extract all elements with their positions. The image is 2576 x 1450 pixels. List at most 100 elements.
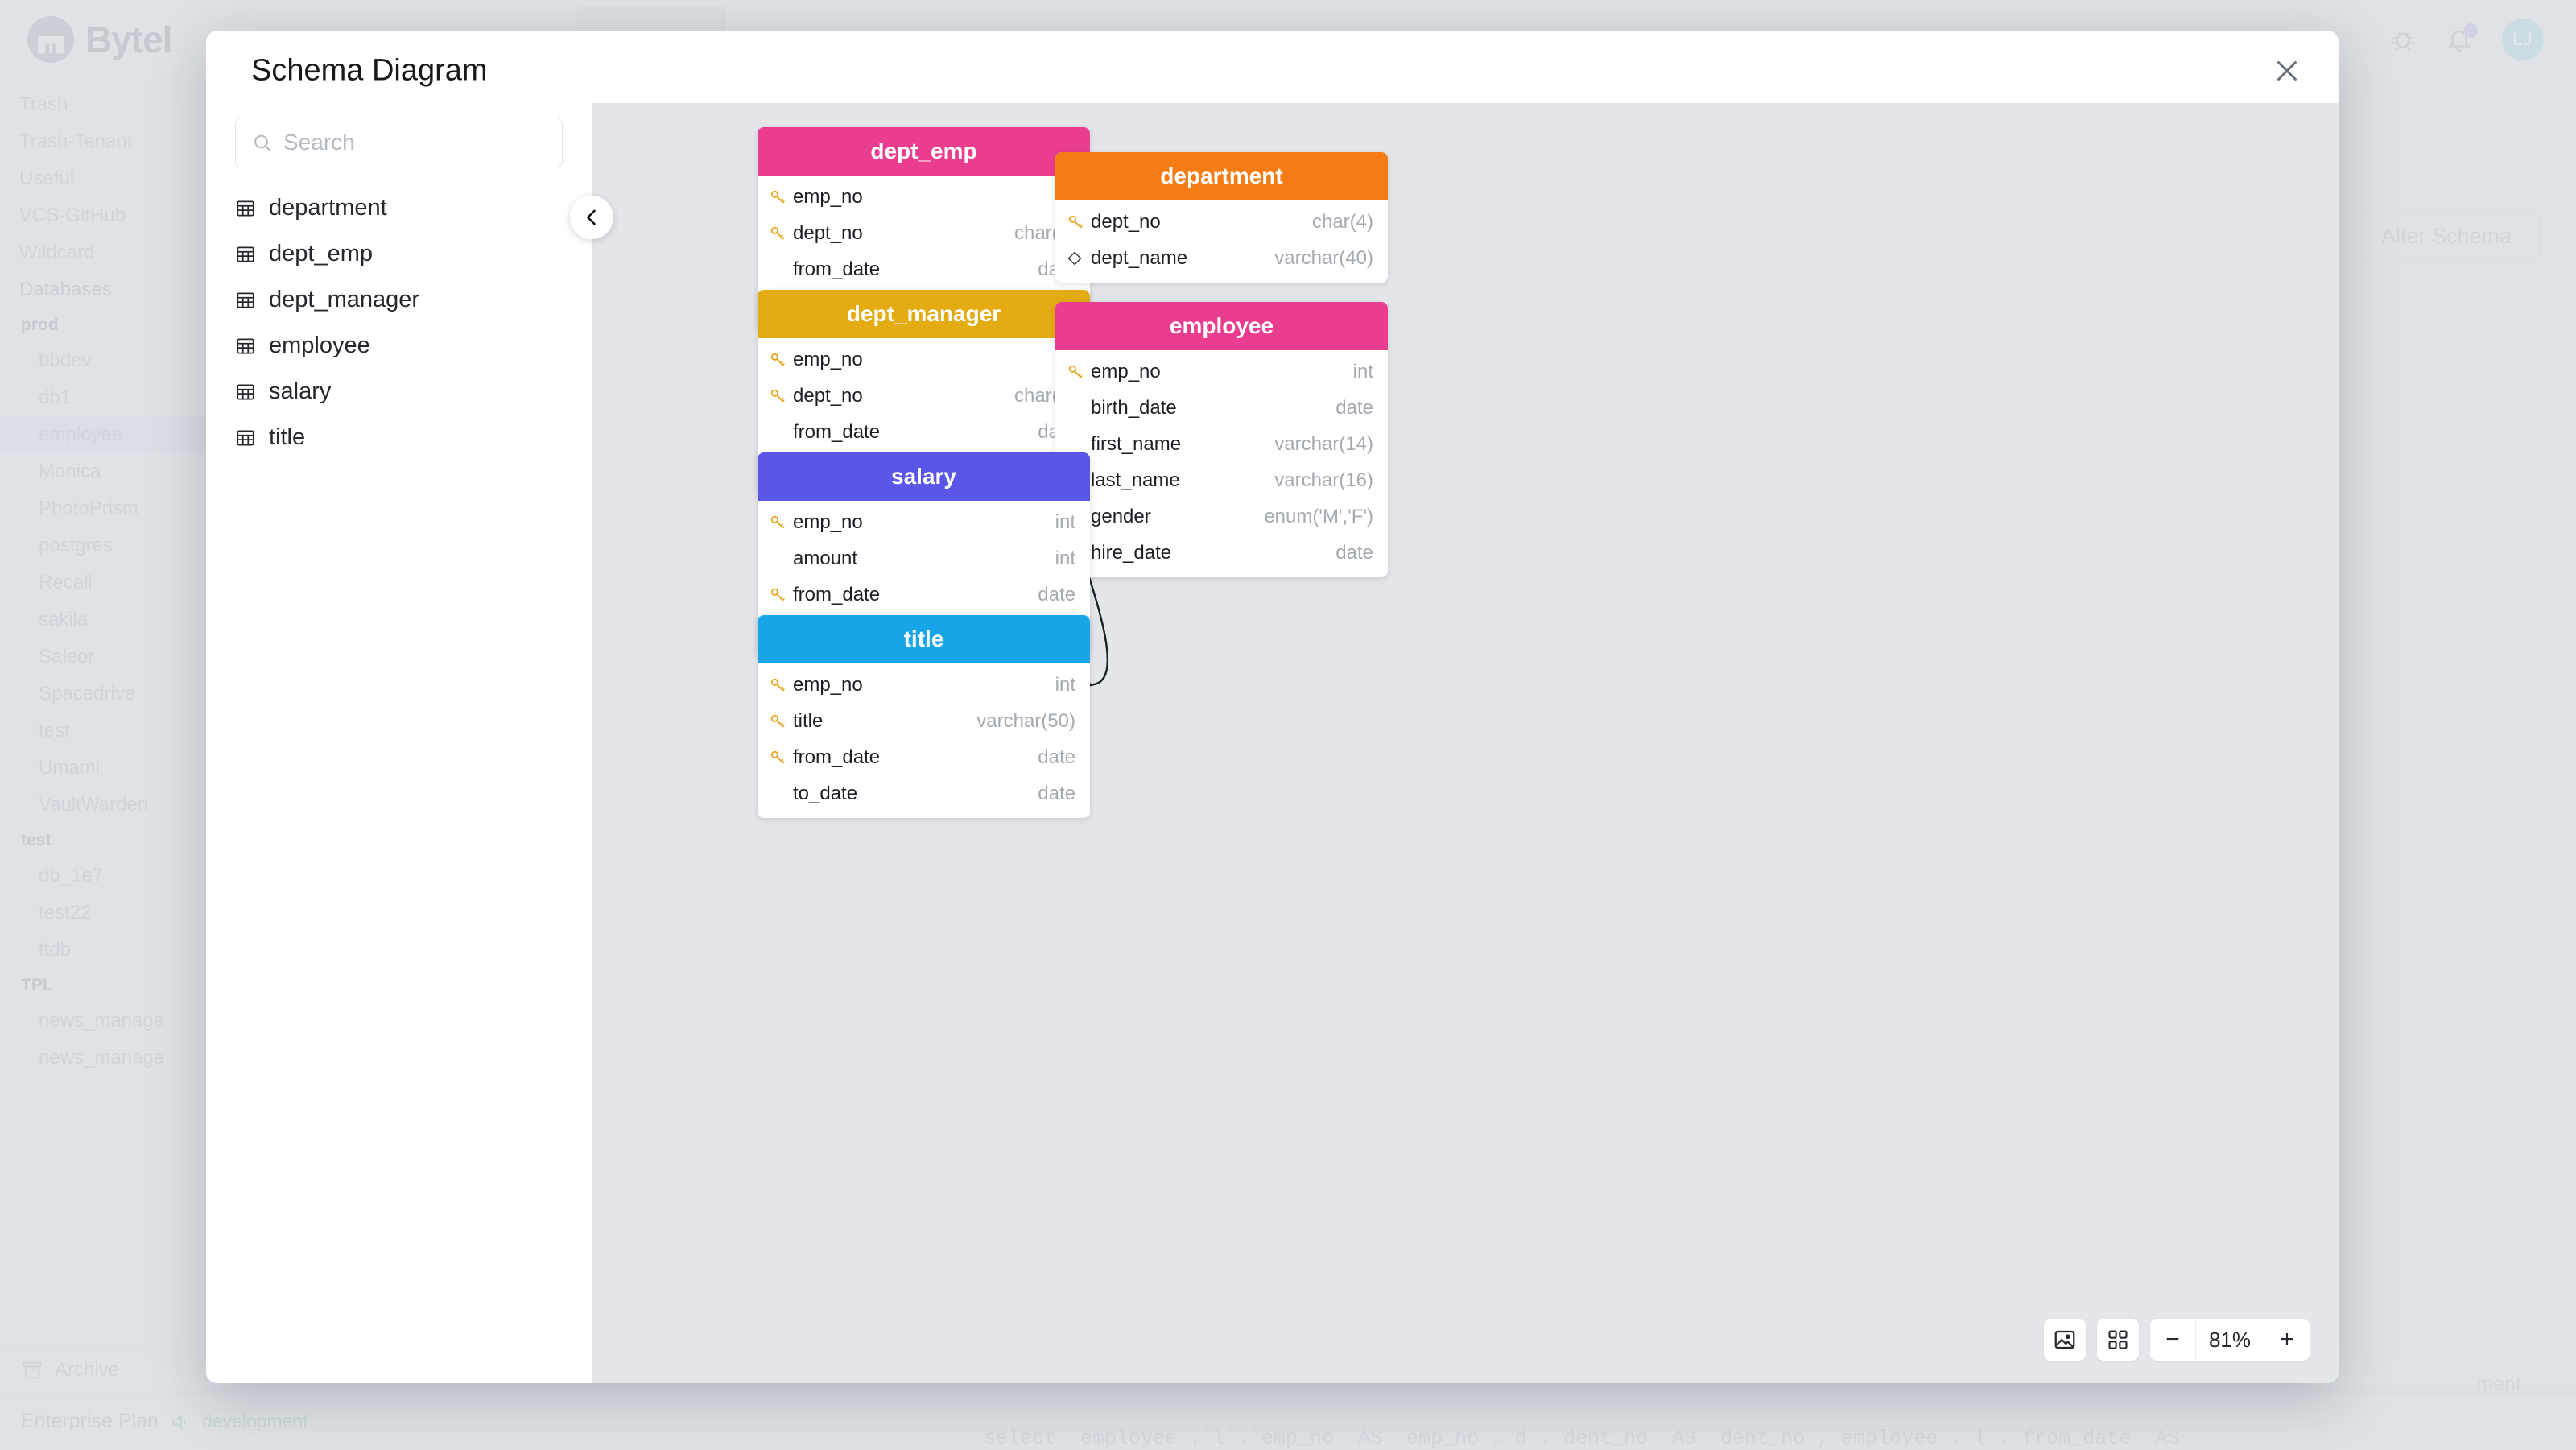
sidebar-item-ttdb[interactable]: ttdb [0,932,208,969]
sidebar-item-photoprism[interactable]: PhotoPrism [0,490,208,527]
sidebar-item-sakila[interactable]: sakila [0,601,208,638]
modal-body: departmentdept_empdept_manageremployeesa… [206,103,2339,1383]
search-box[interactable] [235,118,563,167]
column-type: date [1038,783,1075,805]
table-node-header: dept_emp [758,127,1090,176]
plan-label: Enterprise Plan [21,1410,159,1433]
sidebar-item-vcs-github[interactable]: VCS-GitHub [0,197,208,234]
sidebar-item-trash-tenant[interactable]: Trash-Tenant [0,123,208,160]
sidebar-item-postgres[interactable]: postgres [0,527,208,564]
sidebar-item-vaultwarden[interactable]: VaultWarden [0,787,208,824]
modal-header: Schema Diagram [206,31,2339,103]
sidebar-item-bbdev[interactable]: bbdev [0,342,208,379]
app-logo[interactable]: Bytel [27,16,171,63]
zoom-level-label[interactable]: 81% [2195,1319,2264,1361]
column-type: date [1335,542,1373,564]
sidebar-item-useful[interactable]: Useful [0,160,208,197]
table-list-item-department[interactable]: department [206,185,592,231]
column-type: int [1055,511,1075,534]
sidebar-item-employee[interactable]: employee [0,416,208,453]
grid-icon[interactable] [2097,1319,2139,1361]
sidebar-item-prod[interactable]: prod [0,308,208,342]
column-name: hire_date [1091,542,1171,564]
column-name: title [793,710,823,733]
speaker-icon [170,1411,191,1432]
sidebar-item-wildcard[interactable]: Wildcard [0,234,208,271]
table-list-item-salary[interactable]: salary [206,369,592,415]
key-icon [769,586,793,604]
column-name: amount [793,547,857,570]
column-type: date [1335,397,1373,419]
sidebar-item-db-1e7[interactable]: db_1e7 [0,857,208,894]
bug-icon[interactable] [2389,26,2417,53]
zoom-out-button[interactable]: − [2150,1319,2195,1361]
sidebar-item-test22[interactable]: test22 [0,894,208,932]
sidebar-item-news-manage[interactable]: news_manage [0,1039,208,1076]
sidebar-item-label: employee [39,423,122,445]
sidebar-item-umami[interactable]: Umami [0,750,208,787]
table-node-header: employee [1055,302,1388,350]
search-input[interactable] [283,130,546,155]
sidebar-item-databases[interactable]: Databases [0,271,208,308]
logo-wordmark: Bytel [85,18,171,61]
sidebar-item-test[interactable]: test [0,713,208,750]
column-row[interactable]: emp_no int [758,504,1090,540]
sidebar-item-news-manage[interactable]: news_manage [0,1002,208,1039]
column-type: date [1038,746,1075,769]
diagram-canvas[interactable]: dept_empemp_nointdept_nochar(4)from_date… [592,103,2339,1383]
table-list-item-dept_emp[interactable]: dept_emp [206,231,592,277]
sidebar-item-monica[interactable]: Monica [0,453,208,490]
close-icon[interactable] [2261,45,2313,97]
sidebar-item-recall[interactable]: Recall [0,564,208,601]
column-name: emp_no [793,511,863,534]
sidebar-item-label: test [21,831,51,849]
chevron-left-icon[interactable] [570,196,613,239]
sidebar-item-trash[interactable]: Trash [0,86,208,123]
sidebar-item-spacedrive[interactable]: Spacedrive [0,675,208,713]
column-name: emp_no [793,349,863,371]
image-icon[interactable] [2044,1319,2086,1361]
table-list-item-dept_manager[interactable]: dept_manager [206,277,592,323]
key-icon [1067,363,1091,381]
sidebar-item-label: Spacedrive [39,683,135,704]
sidebar-item-db1[interactable]: db1 [0,379,208,416]
table-list-item-employee[interactable]: employee [206,323,592,369]
alter-schema-button[interactable]: Alter Schema [2353,213,2540,259]
table-list-item-title[interactable]: title [206,415,592,461]
avatar[interactable]: LJ [2502,19,2544,60]
sidebar-item-saleor[interactable]: Saleor [0,638,208,675]
bell-icon[interactable] [2446,26,2473,53]
sidebar-item-archive[interactable]: Archive [0,1347,208,1393]
column-row[interactable]: hire_date date [1055,535,1388,571]
zoom-toolbar: − 81% + [2044,1319,2310,1361]
sidebar-item-test[interactable]: test [0,824,208,857]
table-node-title: dept_emp [870,138,976,164]
table-list-item-label: title [269,424,305,451]
sidebar-item-tpl[interactable]: TPL [0,969,208,1002]
zoom-in-button[interactable]: + [2264,1319,2310,1361]
table-icon [235,382,256,403]
